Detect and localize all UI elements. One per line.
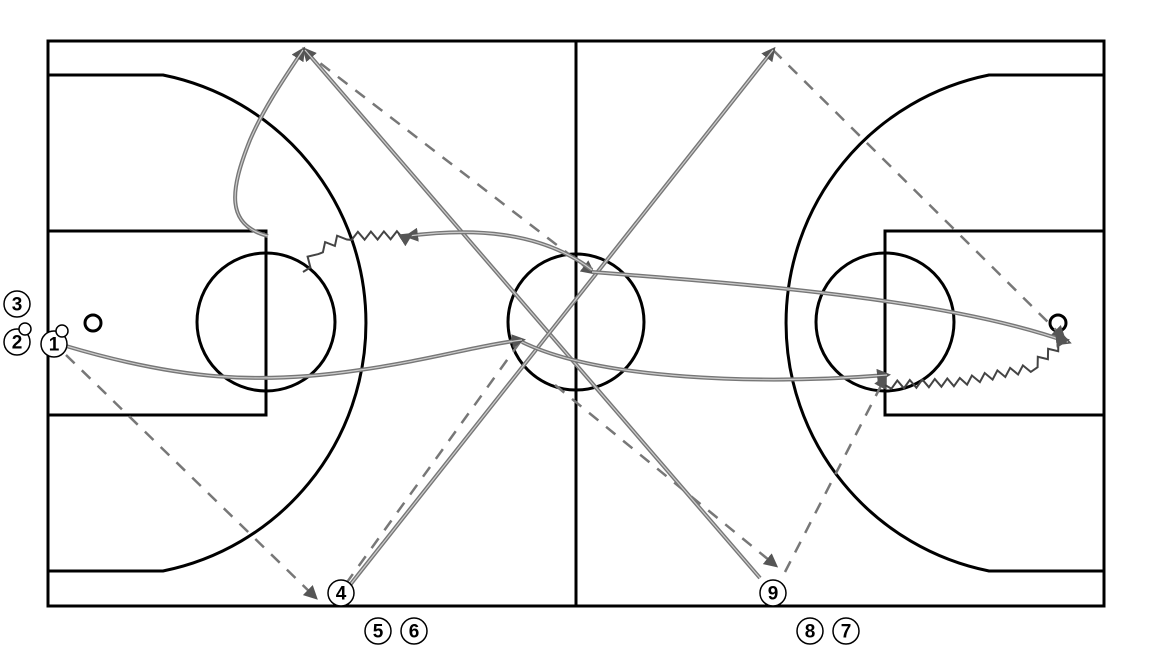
player-8[interactable]: 8 (796, 617, 824, 645)
player-marker (796, 617, 824, 645)
left-free-throw-circle (195, 251, 337, 393)
player-label: 1 (49, 335, 60, 356)
left-key (46, 229, 268, 417)
right-key (883, 229, 1106, 417)
right-free-throw-circle (814, 251, 956, 393)
player-label: 7 (841, 622, 852, 643)
basketball-icon (55, 324, 69, 338)
player-marker (364, 617, 392, 645)
basketball-icon (18, 322, 32, 336)
player-4[interactable]: 4 (327, 579, 355, 607)
player-2[interactable]: 2 (3, 322, 32, 356)
player-label: 8 (805, 622, 816, 643)
dribble-line (884, 334, 1070, 391)
player-label: 9 (768, 584, 779, 605)
right-basket (1048, 313, 1068, 333)
pass-line (302, 49, 596, 275)
dribbles (302, 229, 1070, 391)
pass-line (65, 354, 318, 600)
player-label: 5 (373, 622, 384, 643)
player-1[interactable]: 1 (40, 324, 69, 358)
basketball-court (46, 39, 1106, 608)
player-6[interactable]: 6 (400, 617, 428, 645)
player-5[interactable]: 5 (364, 617, 392, 645)
player-marker (3, 290, 31, 318)
player-marker (759, 579, 787, 607)
player-3[interactable]: 3 (3, 290, 31, 318)
player-9[interactable]: 9 (759, 579, 787, 607)
player-marker (327, 579, 355, 607)
left-basket (83, 313, 103, 333)
cut-line (404, 227, 594, 272)
pass-line (772, 49, 1066, 340)
player-label: 6 (409, 622, 420, 643)
center-circle (506, 252, 646, 392)
cuts (65, 46, 1072, 587)
player-label: 2 (12, 333, 23, 354)
player-marker (832, 617, 860, 645)
player-marker (400, 617, 428, 645)
pass-line (554, 384, 779, 568)
player-label: 3 (12, 295, 23, 316)
player-7[interactable]: 7 (832, 617, 860, 645)
cut-line (65, 334, 526, 380)
pass-line (343, 341, 522, 586)
player-label: 4 (336, 584, 347, 605)
passes (65, 49, 1066, 600)
right-three-point-line (784, 73, 1104, 573)
left-three-point-line (48, 73, 368, 573)
dribble-line (302, 229, 414, 273)
pass-line (783, 374, 887, 573)
players: 1 2 3 4 5 6 7 8 9 (3, 290, 860, 645)
